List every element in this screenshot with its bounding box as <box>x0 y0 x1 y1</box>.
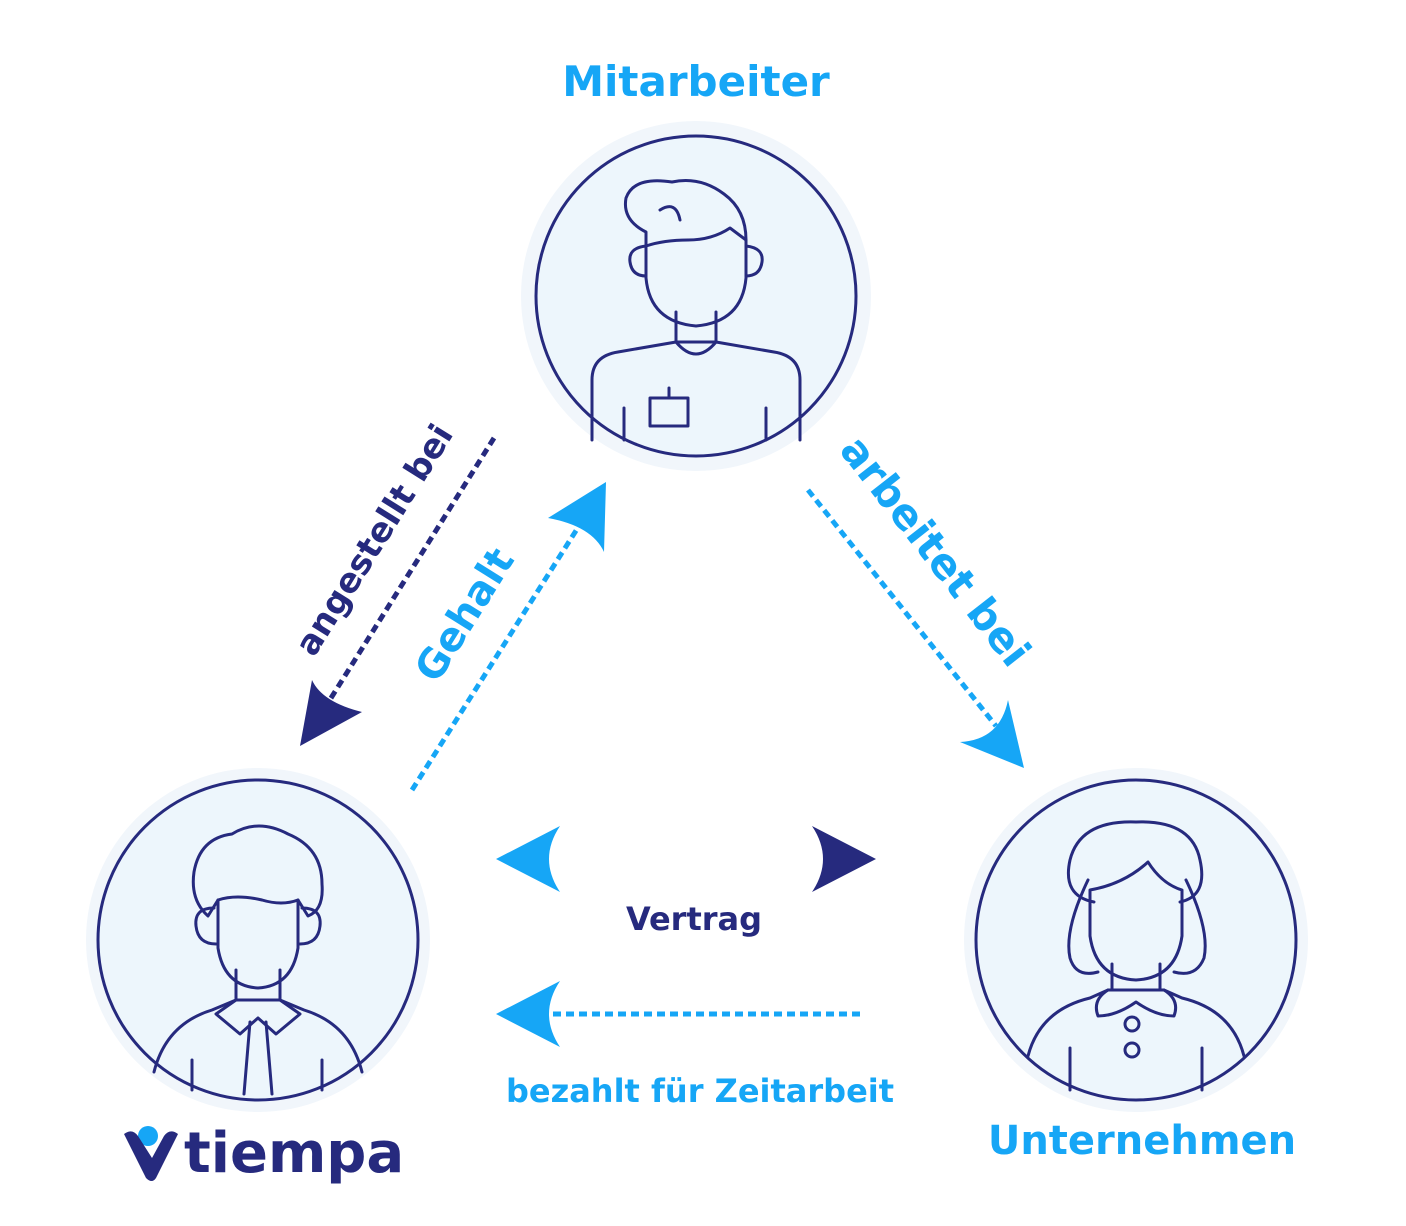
contract-label: Vertrag <box>626 900 762 938</box>
businessman-avatar-icon <box>152 824 364 1096</box>
tiempa-logo-mark <box>124 1131 178 1181</box>
contract-arrowhead-left <box>496 826 560 892</box>
employee-circle <box>534 134 858 458</box>
works-at-arrow-line <box>806 488 998 728</box>
employee-label: Mitarbeiter <box>562 57 830 106</box>
woman-avatar-icon <box>1026 820 1246 1092</box>
employed-by-arrow-line <box>323 436 497 708</box>
company-label: Unternehmen <box>988 1118 1296 1164</box>
contract-arrowhead-right <box>812 826 876 892</box>
edge-works-at: arbeitet bei <box>806 426 1040 768</box>
salary-arrow-line <box>409 516 587 792</box>
pays-arrowhead <box>496 981 560 1047</box>
edge-pays-for-temp-work: bezahlt für Zeitarbeit <box>496 981 894 1110</box>
works-at-arrowhead <box>960 700 1024 768</box>
node-agency: tiempa <box>86 768 430 1186</box>
agency-label: tiempa <box>184 1121 404 1186</box>
employed-by-arrowhead <box>300 680 362 746</box>
agency-circle <box>96 778 420 1102</box>
employee-avatar-icon <box>590 179 802 442</box>
tiempa-logo-head <box>138 1126 158 1146</box>
tiempa-logo: tiempa <box>124 1121 404 1186</box>
node-employee: Mitarbeiter <box>521 57 871 471</box>
node-company: Unternehmen <box>964 768 1308 1164</box>
salary-label: Gehalt <box>406 540 524 690</box>
works-at-label: arbeitet bei <box>830 426 1040 675</box>
edge-contract: Vertrag <box>496 826 876 938</box>
pays-label: bezahlt für Zeitarbeit <box>506 1072 894 1110</box>
company-circle <box>974 778 1298 1102</box>
salary-arrowhead <box>548 482 606 552</box>
